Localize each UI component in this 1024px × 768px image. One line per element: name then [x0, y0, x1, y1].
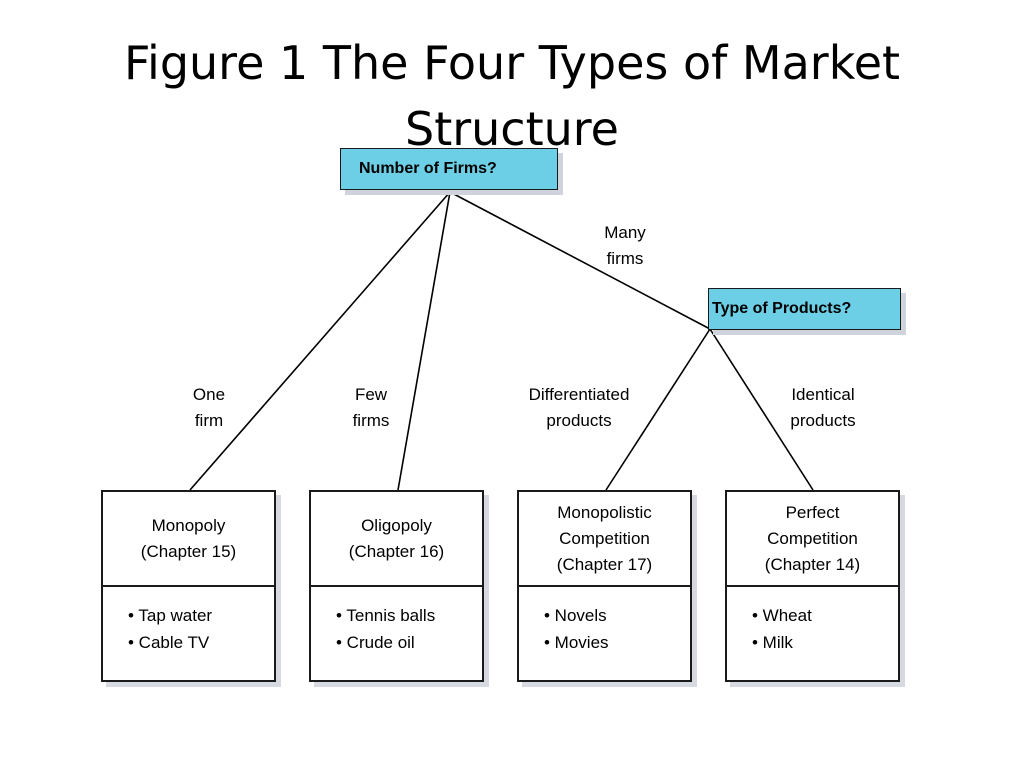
monopoly-header: Monopoly (Chapter 15)	[103, 492, 274, 587]
few-firms-line-2: firms	[352, 411, 390, 430]
connector-many-firms	[449, 191, 711, 330]
monopoly-examples: • Tap water • Cable TV	[128, 602, 212, 656]
perfect-competition-header: Perfect Competition (Chapter 14)	[727, 492, 898, 587]
market-chapter: (Chapter 15)	[140, 541, 237, 561]
connector-few-firms	[397, 191, 451, 491]
many-firms-label: Many firms	[545, 220, 705, 272]
many-firms-line-2: firms	[606, 249, 644, 268]
differentiated-line-1: Differentiated	[528, 385, 630, 404]
few-firms-label: Few firms	[291, 382, 451, 434]
identical-line-2: products	[790, 411, 856, 430]
example-item: • Milk	[752, 633, 793, 652]
market-name-line-2: Competition	[767, 529, 858, 548]
differentiated-products-label: Differentiated products	[499, 382, 659, 434]
market-chapter: (Chapter 16)	[348, 541, 445, 561]
market-name: Monopoly	[151, 515, 226, 535]
one-firm-label: One firm	[129, 382, 289, 434]
diagram-title: Figure 1 The Four Types of Market Struct…	[0, 30, 1024, 162]
monopoly-box: Monopoly (Chapter 15) • Tap water • Cabl…	[101, 490, 276, 682]
example-item: • Movies	[544, 633, 609, 652]
example-item: • Crude oil	[336, 633, 415, 652]
type-of-products-label: Type of Products?	[712, 300, 852, 317]
market-name: Oligopoly	[361, 515, 432, 535]
one-firm-line-1: One	[192, 385, 226, 404]
title-line-2: Structure	[405, 102, 619, 156]
perfect-competition-examples: • Wheat • Milk	[752, 602, 812, 656]
number-of-firms-node: Number of Firms?	[340, 148, 558, 190]
monopolistic-competition-box: Monopolistic Competition (Chapter 17) • …	[517, 490, 692, 682]
connector-identical	[709, 328, 814, 491]
market-chapter: (Chapter 14)	[764, 555, 861, 574]
type-of-products-node: Type of Products?	[708, 288, 901, 330]
many-firms-line-1: Many	[604, 223, 646, 242]
connector-one-firm	[189, 191, 451, 491]
differentiated-line-2: products	[546, 411, 612, 430]
example-item: • Tap water	[128, 606, 213, 625]
market-chapter: (Chapter 17)	[556, 555, 653, 574]
oligopoly-examples: • Tennis balls • Crude oil	[336, 602, 435, 656]
identical-line-1: Identical	[791, 385, 855, 404]
number-of-firms-label: Number of Firms?	[359, 160, 497, 177]
identical-products-label: Identical products	[743, 382, 903, 434]
example-item: • Novels	[544, 606, 607, 625]
market-name-line-2: Competition	[559, 529, 650, 548]
perfect-competition-box: Perfect Competition (Chapter 14) • Wheat…	[725, 490, 900, 682]
monopolistic-competition-header: Monopolistic Competition (Chapter 17)	[519, 492, 690, 587]
oligopoly-header: Oligopoly (Chapter 16)	[311, 492, 482, 587]
example-item: • Wheat	[752, 606, 812, 625]
example-item: • Tennis balls	[336, 606, 436, 625]
monopolistic-competition-examples: • Novels • Movies	[544, 602, 609, 656]
few-firms-line-1: Few	[354, 385, 388, 404]
one-firm-line-2: firm	[194, 411, 224, 430]
title-line-1: Figure 1 The Four Types of Market	[123, 36, 901, 90]
connector-differentiated	[605, 328, 711, 491]
example-item: • Cable TV	[128, 633, 210, 652]
oligopoly-box: Oligopoly (Chapter 16) • Tennis balls • …	[309, 490, 484, 682]
market-name-line-1: Perfect	[785, 503, 840, 522]
market-name-line-1: Monopolistic	[557, 503, 652, 522]
